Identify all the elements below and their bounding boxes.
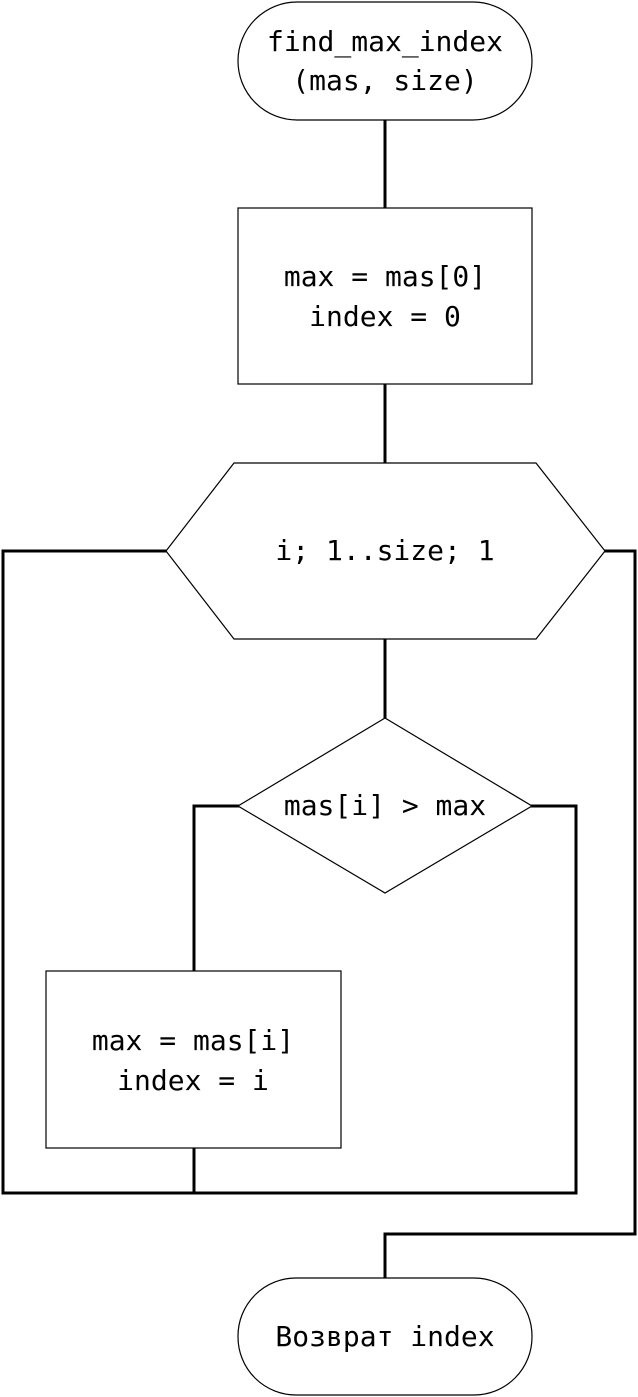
init-process: max = mas[0] index = 0 [237, 207, 533, 385]
end-terminator-label: Возврат index [275, 1320, 494, 1353]
update-process-label-line1: max = mas[i] [92, 1024, 294, 1057]
init-process-label-line1: max = mas[0] [284, 260, 486, 293]
init-process-label-line2: index = 0 [309, 300, 461, 333]
connector-condition-no-branch [192, 804, 578, 1195]
connectors [1, 118, 637, 1280]
update-process-label-line2: index = i [117, 1064, 269, 1097]
connector-loop-exit [383, 549, 637, 1280]
end-terminator: Возврат index [237, 1277, 533, 1396]
connector-condition-yes-branch [192, 804, 240, 973]
loop-block-label: i; 1..size; 1 [275, 534, 494, 567]
loop-block-shape [165, 462, 606, 640]
condition-decision-label: mas[i] > max [284, 789, 486, 822]
update-process: max = mas[i] index = i [45, 970, 342, 1149]
start-terminator-label-line1: find_max_index [267, 25, 503, 59]
connector-loop-back [1, 549, 196, 1195]
condition-decision: mas[i] > max [236, 717, 534, 894]
end-terminator-shape [237, 1277, 533, 1396]
start-terminator-label-line2: (mas, size) [292, 64, 477, 97]
condition-decision-shape [236, 717, 534, 894]
update-process-shape [45, 970, 342, 1149]
start-terminator: find_max_index (mas, size) [237, 1, 533, 121]
start-terminator-shape [237, 1, 533, 121]
init-process-shape [237, 207, 533, 385]
loop-block: i; 1..size; 1 [165, 462, 606, 640]
